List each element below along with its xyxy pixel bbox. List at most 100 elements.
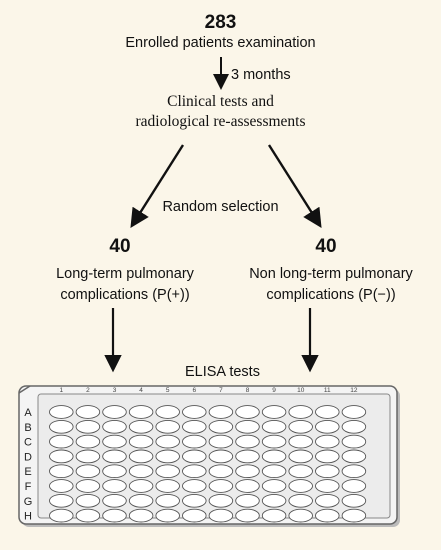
plate-column-label: 12 [350, 387, 358, 394]
plate-well [261, 405, 287, 419]
plate-well [235, 508, 260, 523]
plate-column-label: 4 [139, 387, 143, 394]
right-group-count: 40 [315, 236, 337, 257]
plate-well [315, 479, 340, 493]
plate-well [315, 405, 340, 419]
enrolled-count: 283 [204, 12, 237, 33]
plate-column-label: 6 [192, 387, 196, 394]
left-line-2: complications (P(+)) [60, 287, 190, 303]
plate-well [208, 449, 234, 464]
plate-well [235, 449, 260, 464]
plate-well [261, 434, 287, 449]
plate-column-label: 9 [272, 387, 276, 394]
plate-well [182, 464, 207, 479]
plate-well [49, 508, 74, 523]
plate-well [235, 479, 260, 493]
plate-well [102, 434, 127, 449]
plate-row-label: F [25, 481, 32, 493]
plate-well [235, 464, 260, 479]
plate-well [49, 464, 74, 479]
left-group-label: Long-term pulmonary complications (P(+)) [10, 264, 240, 306]
plate-well [75, 493, 101, 508]
plate-well [341, 493, 367, 508]
plate-well [315, 508, 340, 523]
plate-well [75, 464, 101, 479]
plate-well [341, 405, 367, 419]
plate-well [261, 479, 287, 493]
plate-well [208, 508, 234, 523]
plate-well [102, 464, 127, 479]
plate-well [155, 508, 180, 523]
plate-well [315, 419, 340, 434]
plate-well [49, 449, 74, 464]
plate-well [288, 449, 313, 464]
arrow-to-left-group [130, 144, 185, 229]
plate-well [182, 493, 207, 508]
plate-well [208, 493, 234, 508]
plate-well [288, 419, 313, 434]
plate-well [102, 419, 127, 434]
plate-well [155, 434, 180, 449]
plate-well [235, 405, 260, 419]
plate-well [182, 434, 207, 449]
plate-well [315, 464, 340, 479]
enrolled-label: Enrolled patients examination [125, 35, 316, 51]
plate-well [288, 508, 313, 523]
clinical-line-2: radiological re-assessments [135, 113, 306, 130]
plate-well [102, 405, 127, 419]
plate-well [102, 479, 127, 493]
plate-well [341, 479, 367, 493]
plate-well [102, 508, 127, 523]
plate-row-label: B [24, 422, 31, 434]
plate-well [341, 464, 367, 479]
plate-column-label: 5 [166, 387, 170, 394]
plate-well [182, 449, 207, 464]
plate-well [261, 493, 287, 508]
elisa-label: ELISA tests [185, 364, 260, 380]
interval-label: 3 months [231, 67, 291, 83]
plate-column-label: 1 [59, 387, 63, 394]
plate-well [128, 449, 154, 464]
plate-well [155, 449, 180, 464]
plate-well [235, 434, 260, 449]
plate-column-label: 11 [324, 387, 331, 394]
plate-well [182, 479, 207, 493]
clinical-tests-text: Clinical tests and radiological re-asses… [0, 92, 441, 132]
plate-well [341, 508, 367, 523]
plate-well [315, 434, 340, 449]
plate-well [288, 405, 313, 419]
plate-well [208, 479, 234, 493]
plate-row-label: A [24, 407, 32, 419]
plate-well [75, 419, 101, 434]
plate-well [102, 493, 127, 508]
left-line-1: Long-term pulmonary [56, 266, 194, 282]
plate-column-label: 7 [219, 387, 223, 394]
plate-column-label: 8 [246, 387, 250, 394]
plate-row-label: D [24, 451, 32, 463]
plate-well [128, 508, 154, 523]
plate-well [261, 508, 287, 523]
plate-well [155, 419, 180, 434]
plate-well [261, 464, 287, 479]
plate-well [261, 449, 287, 464]
plate-well [128, 493, 154, 508]
plate-well [288, 434, 313, 449]
plate-well [208, 434, 234, 449]
plate-well [341, 419, 367, 434]
plate-column-label: 3 [113, 387, 117, 394]
plate-well [102, 449, 127, 464]
plate-well [155, 405, 180, 419]
right-line-1: Non long-term pulmonary [249, 266, 413, 282]
plate-row-label: H [24, 511, 32, 523]
arrow-to-right-group [267, 144, 322, 229]
right-line-2: complications (P(−)) [266, 287, 396, 303]
plate-well [128, 419, 154, 434]
plate-well [182, 405, 207, 419]
plate-well [75, 449, 101, 464]
plate-well [75, 405, 101, 419]
plate-well [49, 419, 74, 434]
plate-well [315, 493, 340, 508]
plate-well [155, 464, 180, 479]
clinical-line-1: Clinical tests and [167, 93, 274, 110]
